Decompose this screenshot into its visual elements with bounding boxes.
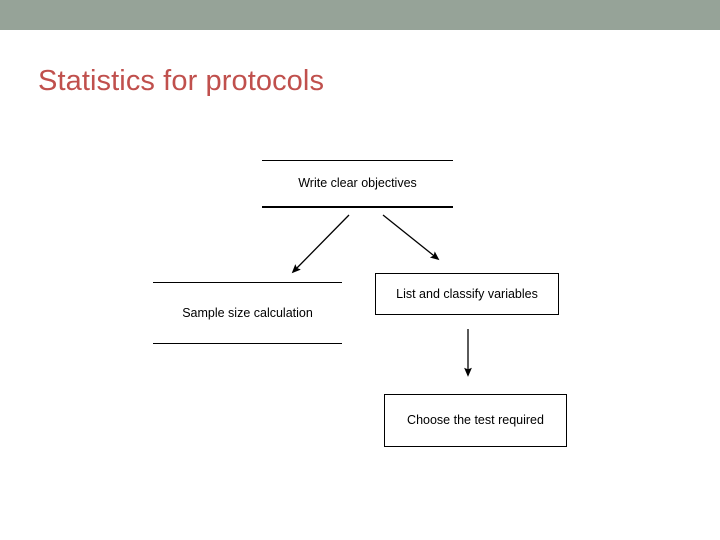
flow-node-variables[interactable]: List and classify variables <box>375 273 559 315</box>
flow-node-test[interactable]: Choose the test required <box>384 394 567 447</box>
slide-header-bar <box>0 0 720 30</box>
flow-node-test-label: Choose the test required <box>407 413 544 427</box>
flow-node-variables-label: List and classify variables <box>396 286 538 301</box>
page-title: Statistics for protocols <box>38 65 325 97</box>
flow-node-objectives-label: Write clear objectives <box>298 176 417 190</box>
flow-node-sample-size-label: Sample size calculation <box>182 305 313 320</box>
edge-objectives-to-variables <box>382 214 440 261</box>
flow-node-objectives[interactable]: Write clear objectives <box>262 160 453 208</box>
flow-node-sample-size[interactable]: Sample size calculation <box>153 282 342 344</box>
edge-objectives-to-sample-size <box>291 214 350 274</box>
